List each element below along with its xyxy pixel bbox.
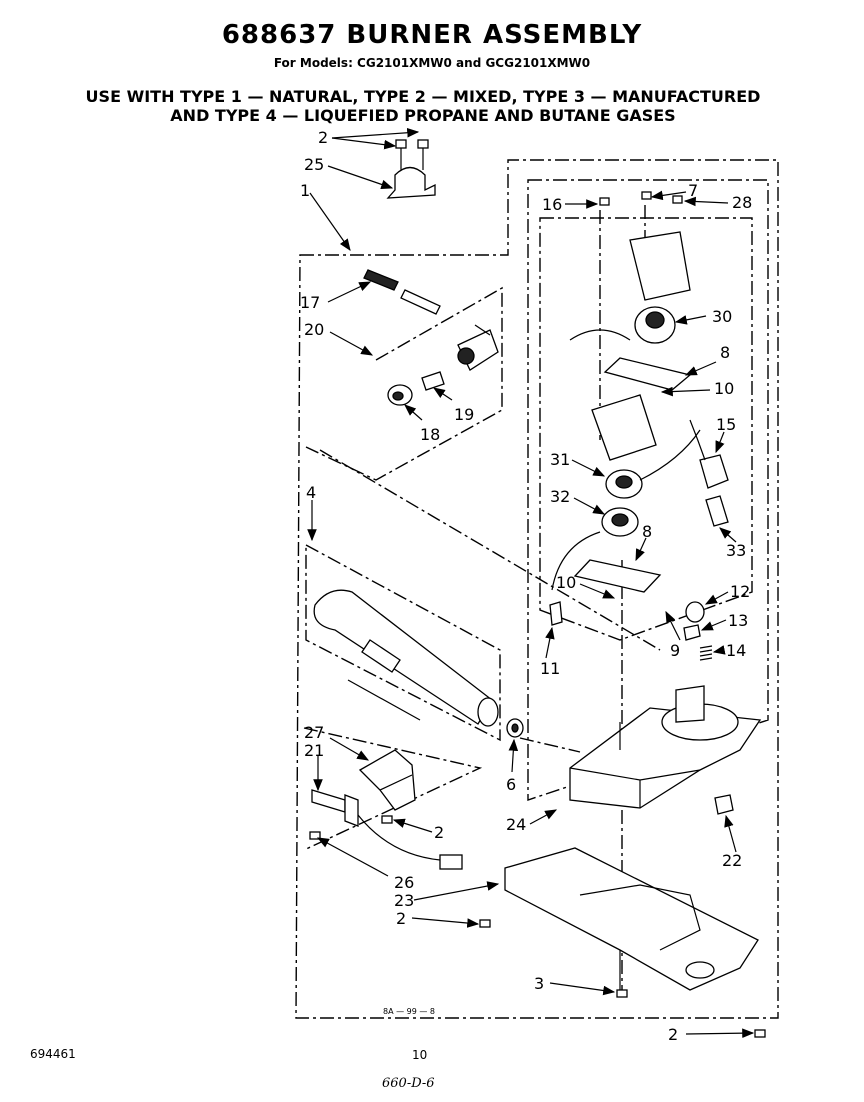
page-title: 688637 BURNER ASSEMBLY xyxy=(221,20,643,50)
callout-21: 21 xyxy=(304,741,324,760)
callout-19: 19 xyxy=(454,405,474,424)
axis-line xyxy=(319,449,661,651)
connector-part-15 xyxy=(689,419,729,489)
mounting-bracket-part-23 xyxy=(504,847,759,991)
callout-16: 16 xyxy=(542,195,562,214)
callout-20: 20 xyxy=(304,320,324,339)
callout-14: 14 xyxy=(726,641,746,660)
screw-part-2-bottom xyxy=(754,1029,766,1038)
callout-18: 18 xyxy=(420,425,440,444)
assembly-boundary xyxy=(295,159,779,1019)
callout-6: 6 xyxy=(506,775,516,794)
callout-30: 30 xyxy=(712,307,732,326)
valve-boundary xyxy=(527,179,769,801)
leader-lines xyxy=(307,127,755,1038)
callout-8: 8 xyxy=(720,343,730,362)
callout-28: 28 xyxy=(732,193,752,212)
callout-13: 13 xyxy=(728,611,748,630)
model-numbers: For Models: CG2101XMW0 and GCG2101XMW0 xyxy=(273,56,591,70)
solenoid-coil-part-30 xyxy=(569,231,691,344)
callout-32: 32 xyxy=(550,487,570,506)
callout-2-igniter: 2 xyxy=(434,823,444,842)
callout-17: 17 xyxy=(300,293,320,312)
terminal-part-11 xyxy=(549,601,563,626)
burner-tube-part-4 xyxy=(313,589,499,727)
burner-box xyxy=(305,543,501,742)
callout-23: 23 xyxy=(394,891,414,910)
plate-part-8-lower xyxy=(573,559,662,593)
clamp-part-25 xyxy=(386,166,436,199)
usage-note-line-1: USE WITH TYPE 1 — NATURAL, TYPE 2 — MIXE… xyxy=(85,87,761,106)
axis-line xyxy=(519,737,581,753)
callout-33: 33 xyxy=(726,541,746,560)
nut-part-18 xyxy=(387,384,413,406)
screw-part-2 xyxy=(395,139,429,170)
callout-7: 7 xyxy=(688,181,698,200)
bracket xyxy=(591,394,657,461)
screw-part-2-bracket xyxy=(479,919,491,928)
callout-3: 3 xyxy=(534,974,544,993)
callout-26: 26 xyxy=(394,873,414,892)
callout-31: 31 xyxy=(550,450,570,469)
callout-9: 9 xyxy=(670,641,680,660)
callout-8-lower: 8 xyxy=(642,522,652,541)
orifice-box xyxy=(305,286,503,481)
callout-4: 4 xyxy=(306,483,316,502)
screw-part-26 xyxy=(309,831,321,840)
callout-22: 22 xyxy=(722,851,742,870)
callout-2-bottom: 2 xyxy=(668,1025,678,1044)
screw-part-2-igniter xyxy=(381,815,393,824)
callout-25: 25 xyxy=(304,155,324,174)
page-number: 10 xyxy=(412,1048,428,1062)
igniter-box xyxy=(303,727,483,851)
callout-24: 24 xyxy=(506,815,526,834)
spring-part-14 xyxy=(699,645,713,661)
drawing-code: 8A — 99 — 8 xyxy=(383,1007,435,1016)
plate-part-8 xyxy=(603,357,692,391)
callout-27: 27 xyxy=(304,723,324,742)
fitting-part-6 xyxy=(506,718,524,738)
callout-1: 1 xyxy=(300,181,310,200)
callout-2-bracket: 2 xyxy=(396,909,406,928)
cap-part-12 xyxy=(685,601,705,623)
igniter-bracket-part-27 xyxy=(358,749,416,811)
usage-note-line-2: AND TYPE 4 — LIQUEFIED PROPANE AND BUTAN… xyxy=(170,106,676,125)
valve-body-part-24 xyxy=(569,685,762,809)
pin-part-17 xyxy=(363,269,441,315)
orifice-holder-part-20 xyxy=(457,324,499,371)
connector-part-33 xyxy=(705,495,729,527)
screw-part-3 xyxy=(616,989,628,998)
fitting-part-22 xyxy=(714,794,734,815)
handwritten-note: 660-D-6 xyxy=(382,1076,435,1091)
callout-15: 15 xyxy=(716,415,736,434)
solenoid-boundary xyxy=(539,217,753,641)
callout-2: 2 xyxy=(318,128,328,147)
callout-10: 10 xyxy=(714,379,734,398)
plunger-part-13 xyxy=(683,624,701,641)
callout-labels: 2 25 1 17 20 18 19 16 7 28 30 8 10 15 31… xyxy=(300,128,752,1044)
callout-11: 11 xyxy=(540,659,560,678)
callout-12: 12 xyxy=(730,582,750,601)
orifice-part-19 xyxy=(421,371,445,391)
igniter-part-21 xyxy=(311,789,463,870)
document-number: 694461 xyxy=(30,1047,76,1061)
callout-10-lower: 10 xyxy=(556,573,576,592)
coil-part-32 xyxy=(551,507,639,591)
